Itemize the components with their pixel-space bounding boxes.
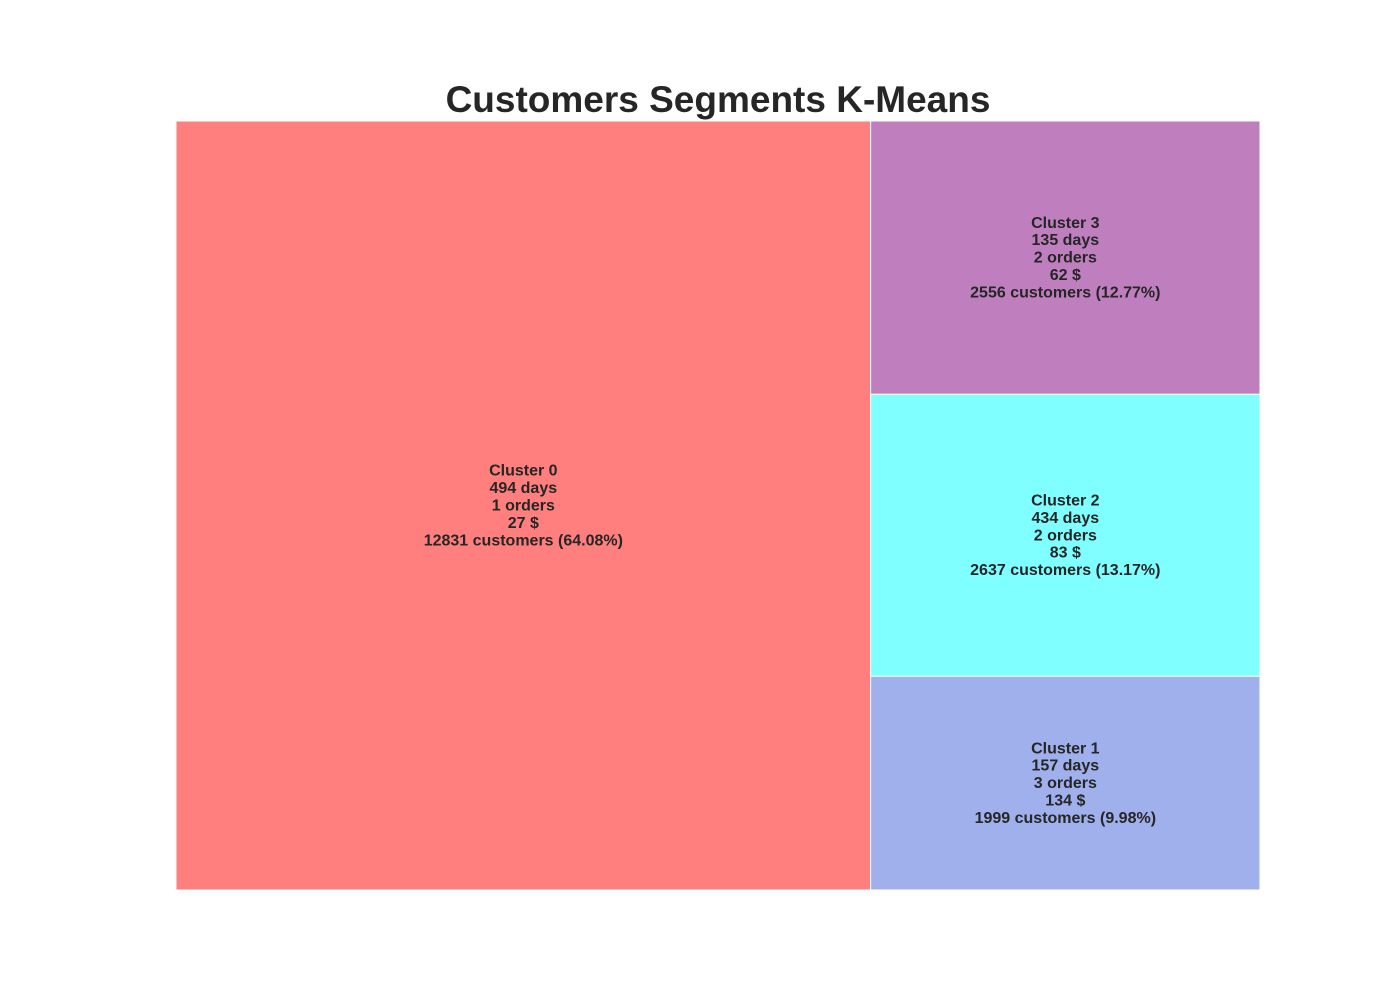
cluster-1-rect — [870, 675, 1261, 891]
cluster-2-rect — [870, 393, 1261, 677]
cluster-3-rect — [870, 120, 1261, 395]
cluster-3-label-line: 2 orders — [1034, 250, 1097, 267]
cluster-3-label-line: 135 days — [1032, 232, 1100, 249]
cluster-0-label-line: 1 orders — [492, 498, 555, 515]
cluster-3-label-line: 62 $ — [1050, 267, 1081, 284]
cluster-3-label-line: Cluster 3 — [1031, 215, 1100, 232]
cluster-0-label-line: 494 days — [490, 480, 558, 497]
cluster-2-label-line: 2637 customers (13.17%) — [970, 562, 1160, 579]
cluster-2-label-line: 2 orders — [1034, 527, 1097, 544]
cluster-2-label-line: 83 $ — [1050, 545, 1081, 562]
cluster-2-label-line: 434 days — [1032, 510, 1100, 527]
cluster-1-label-line: 157 days — [1032, 758, 1100, 775]
cluster-0-rect — [175, 120, 872, 891]
cluster-1-label-line: 3 orders — [1034, 775, 1097, 792]
cluster-1-label-line: Cluster 1 — [1031, 740, 1100, 757]
chart-title: Customers Segments K-Means — [445, 79, 991, 120]
cluster-1-label-line: 1999 customers (9.98%) — [975, 810, 1156, 827]
cluster-3-label-line: 2556 customers (12.77%) — [970, 284, 1160, 301]
cluster-0-label-line: 12831 customers (64.08%) — [424, 532, 623, 549]
cluster-1-label-line: 134 $ — [1045, 793, 1085, 810]
cluster-0-label-line: 27 $ — [508, 515, 539, 532]
cluster-0-label-line: Cluster 0 — [489, 463, 558, 480]
cluster-2-label-line: Cluster 2 — [1031, 492, 1100, 509]
